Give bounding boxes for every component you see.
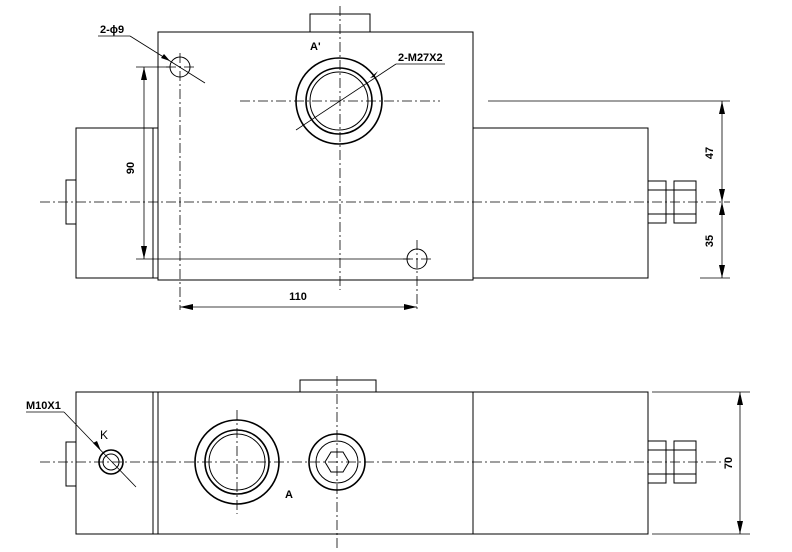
dim-70-label: 70: [723, 457, 735, 469]
dim-35-label: 35: [704, 235, 716, 247]
dim-90-lines: [136, 66, 410, 260]
port-k: [98, 449, 124, 475]
hole-callout-label: 2-ϕ9: [100, 24, 124, 36]
thread-callout-leader: [26, 411, 137, 488]
dim-47-35-lines: [488, 100, 730, 279]
mounting-hole-top: [166, 53, 194, 310]
port-a-label: A: [285, 489, 293, 501]
top-view: 2-ϕ9 2-M27X2 A' 90 110: [40, 6, 730, 310]
mounting-hole-bottom: [403, 240, 431, 310]
dim-47-label: 47: [704, 147, 716, 159]
main-valve-body: [157, 31, 474, 281]
hole-callout-leader: [98, 35, 206, 84]
bottom-view: A M10X1 K 70: [26, 376, 750, 550]
bottom-top-boss: [299, 379, 377, 393]
hex-plug: [308, 433, 366, 491]
thread-callout-label: M10X1: [26, 400, 61, 412]
port-k-label: K: [100, 428, 108, 442]
port-a-prime: [295, 57, 383, 145]
dim-70-lines: [652, 391, 750, 535]
bottom-left-end-cap: [65, 441, 77, 487]
left-actuator-housing: [75, 127, 159, 279]
right-sleeve: [472, 127, 649, 279]
port-a: [194, 419, 280, 505]
port-a-prime-label: A': [310, 41, 321, 53]
port-callout-leader: [295, 63, 445, 131]
dim-90-label: 90: [125, 162, 137, 174]
dim-110-lines: [180, 304, 417, 310]
dim-110-label: 110: [289, 291, 307, 303]
bottom-body-outline: [75, 391, 649, 535]
port-callout-label: 2-M27X2: [398, 52, 443, 64]
